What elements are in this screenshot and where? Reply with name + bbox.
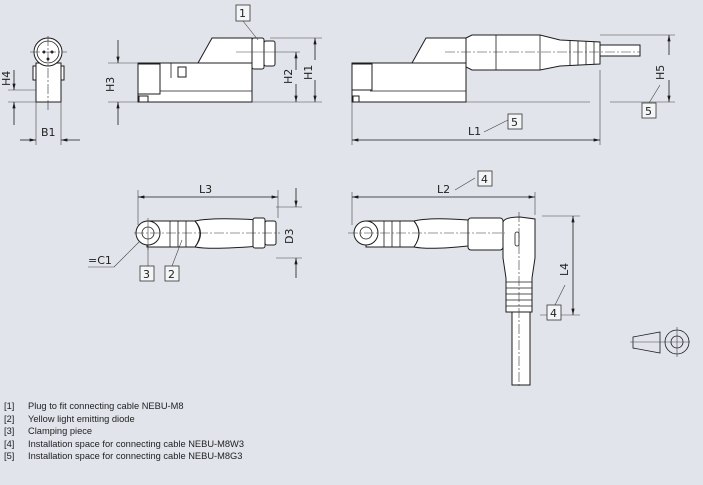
dim-h4: H4 (0, 71, 13, 86)
dim-d3: D3 (283, 229, 296, 244)
dim-h1: H1 (302, 65, 315, 80)
legend-text: Installation space for connecting cable … (28, 451, 243, 462)
callout-3: 3 (143, 268, 150, 281)
legend: [1]Plug to fit connecting cable NEBU-M8 … (4, 400, 244, 463)
legend-item: [2] Yellow light emitting diode (4, 413, 244, 426)
legend-text: Yellow light emitting diode (28, 413, 135, 424)
dim-h2: H2 (282, 69, 295, 84)
side-view-plug: H3 H2 H1 1 (104, 4, 322, 125)
legend-item: [4] Installation space for connecting cab… (4, 438, 244, 451)
dim-l3: L3 (199, 183, 212, 196)
legend-number: [5] (4, 451, 15, 462)
legend-item: [1] Plug to fit connecting cable NEBU-M8 (4, 400, 244, 413)
callout-2: 2 (168, 268, 175, 281)
legend-number: [4] (4, 438, 15, 449)
dim-l2: L2 (437, 183, 450, 196)
callout-4-l4: 4 (550, 307, 557, 320)
legend-number: [3] (4, 426, 15, 437)
side-view-cable-g3: L1 5 H5 5 (351, 34, 675, 145)
projection-symbol (630, 327, 690, 357)
legend-number: [1] (4, 401, 15, 411)
dim-l4: L4 (558, 263, 571, 276)
top-view-cable-w3: L2 4 L4 4 (348, 170, 580, 388)
legend-text: Clamping piece (28, 426, 93, 437)
dim-h5: H5 (654, 65, 667, 80)
callout-5-l1: 5 (511, 116, 518, 129)
dim-l1: L1 (468, 125, 481, 138)
legend-item: [3] Clamping piece (4, 425, 244, 438)
front-view: H4 B1 (0, 36, 80, 145)
callout-1: 1 (239, 7, 246, 20)
dim-h3: H3 (104, 77, 117, 92)
top-view-plug: L3 D3 =C1 3 2 (88, 183, 302, 282)
legend-text: Plug to fit connecting cable NEBU-M8 (28, 401, 184, 411)
legend-text: Installation space for connecting cable … (28, 438, 244, 449)
dim-c1: =C1 (88, 254, 112, 267)
callout-5-h5: 5 (645, 105, 652, 118)
legend-item: [5] Installation space for connecting cab… (4, 450, 244, 463)
callout-4-l2: 4 (481, 173, 488, 186)
dim-b1: B1 (41, 126, 56, 139)
legend-number: [2] (4, 413, 15, 424)
